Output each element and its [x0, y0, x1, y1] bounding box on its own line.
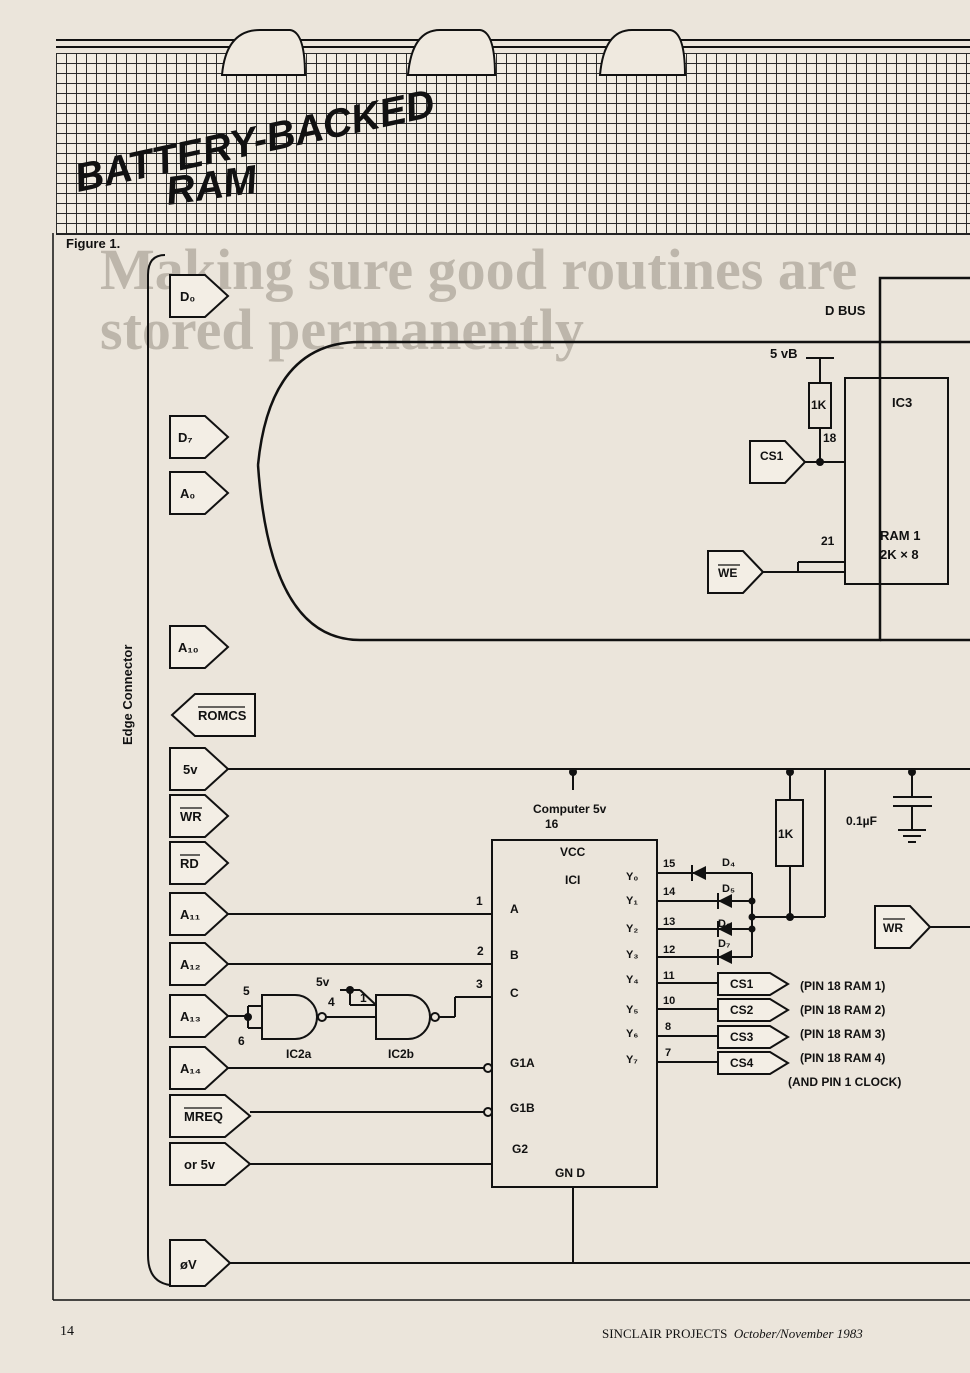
svg-text:10: 10	[663, 995, 675, 1007]
svg-text:G1A: G1A	[510, 1056, 535, 1070]
svg-text:12: 12	[663, 944, 675, 956]
frame	[52, 233, 970, 1301]
binder-clips	[56, 29, 970, 76]
svg-text:14: 14	[663, 886, 676, 898]
svg-text:D₅: D₅	[722, 883, 735, 895]
svg-text:6: 6	[238, 1034, 245, 1048]
svg-text:4: 4	[328, 995, 335, 1009]
svg-text:Y₂: Y₂	[626, 923, 638, 935]
page-number: 14	[60, 1324, 74, 1339]
svg-text:G2: G2	[512, 1142, 528, 1156]
svg-text:CS2: CS2	[730, 1003, 754, 1017]
svg-text:1: 1	[476, 894, 483, 908]
wr-right	[874, 905, 932, 949]
edge-connector-label: Edge Connector	[120, 645, 135, 745]
cs1-input	[749, 440, 807, 484]
svg-text:VCC: VCC	[560, 845, 586, 859]
svg-text:16: 16	[545, 817, 559, 831]
svg-text:Y₅: Y₅	[626, 1004, 638, 1016]
svg-text:D₆: D₆	[718, 918, 731, 930]
svg-text:Computer 5v: Computer 5v	[533, 802, 607, 816]
pin-a11: A₁₁	[180, 907, 200, 922]
title-logo: BATTERY-BACKED RAM	[71, 82, 439, 214]
svg-text:Y₆: Y₆	[626, 1028, 638, 1040]
svg-text:Y₀: Y₀	[626, 871, 638, 883]
decoder-ic1	[491, 839, 658, 1188]
svg-text:(AND PIN 1 CLOCK): (AND PIN 1 CLOCK)	[788, 1075, 901, 1089]
svg-text:Y₁: Y₁	[626, 895, 638, 907]
svg-text:(PIN 18 RAM 3): (PIN 18 RAM 3)	[800, 1027, 885, 1041]
ic3-label: IC3	[892, 395, 912, 410]
pin-wr: WR	[180, 809, 202, 824]
svg-text:CS1: CS1	[760, 449, 784, 463]
ram1-size: 2K × 8	[880, 547, 919, 562]
pin-a14: A₁₄	[180, 1061, 201, 1076]
svg-text:C: C	[510, 986, 519, 1000]
svg-text:A: A	[510, 902, 519, 916]
svg-text:2: 2	[477, 944, 484, 958]
pin-d7: D₇	[178, 430, 193, 445]
svg-text:(PIN 18 RAM 4): (PIN 18 RAM 4)	[800, 1051, 885, 1065]
svg-text:D₇: D₇	[718, 938, 730, 950]
capacitor-label: 0.1µF	[846, 814, 877, 828]
svg-text:1K: 1K	[811, 398, 827, 412]
pin-rd: RD	[180, 856, 199, 871]
svg-text:21: 21	[821, 534, 835, 548]
svg-text:Y₇: Y₇	[626, 1054, 638, 1066]
pin-romcs: ROMCS	[198, 708, 247, 723]
edge-connector-brace	[147, 254, 171, 1286]
svg-text:Y₄: Y₄	[626, 974, 639, 986]
svg-text:WR: WR	[883, 921, 903, 935]
magazine-name: SINCLAIR PROJECTS	[602, 1326, 728, 1341]
issue-date: October/November 1983	[733, 1326, 863, 1341]
svg-text:15: 15	[663, 858, 675, 870]
svg-text:D₄: D₄	[722, 857, 735, 869]
pin-a13: A₁₃	[180, 1009, 201, 1024]
svg-text:(PIN 18 RAM 1): (PIN 18 RAM 1)	[800, 979, 885, 993]
vb-label: 5 vB	[770, 346, 797, 361]
svg-text:1: 1	[360, 991, 367, 1005]
diodes	[691, 865, 756, 965]
svg-text:18: 18	[823, 431, 837, 445]
svg-text:CS3: CS3	[730, 1030, 754, 1044]
graph-paper-header	[56, 53, 970, 235]
svg-text:5: 5	[243, 984, 250, 998]
svg-text:(PIN 18 RAM 2): (PIN 18 RAM 2)	[800, 1003, 885, 1017]
pin-mreq: MREQ	[184, 1109, 223, 1124]
svg-text:G1B: G1B	[510, 1101, 535, 1115]
svg-text:7: 7	[665, 1047, 671, 1059]
we-input	[707, 550, 765, 594]
ram1-label: RAM 1	[880, 528, 920, 543]
figure-label: Figure 1.	[66, 236, 121, 251]
svg-text:B: B	[510, 948, 519, 962]
pin-5v: 5v	[183, 762, 198, 777]
svg-text:CS1: CS1	[730, 977, 754, 991]
svg-text:GN D: GN D	[555, 1166, 585, 1180]
ram-ic3	[844, 377, 949, 585]
dbus-label: D BUS	[825, 303, 866, 318]
svg-text:8: 8	[665, 1021, 671, 1033]
svg-text:WE: WE	[718, 566, 737, 580]
pin-a0: A₀	[180, 486, 195, 501]
pin-a12: A₁₂	[180, 957, 201, 972]
svg-text:3: 3	[476, 977, 483, 991]
pin-a10: A₁₀	[178, 640, 199, 655]
pin-or5v: or 5v	[184, 1157, 216, 1172]
magazine-footer: SINCLAIR PROJECTS October/November 1983	[602, 1326, 863, 1342]
connector-pins	[169, 274, 256, 1287]
svg-text:ICI: ICI	[565, 873, 580, 887]
pin-0v: øV	[180, 1257, 197, 1272]
svg-text:IC2a: IC2a	[286, 1047, 312, 1061]
svg-text:11: 11	[663, 970, 675, 982]
svg-text:CS4: CS4	[730, 1056, 754, 1070]
svg-text:1K: 1K	[778, 827, 794, 841]
svg-text:13: 13	[663, 916, 675, 928]
pin-d0: D₀	[180, 289, 195, 304]
svg-text:5v: 5v	[316, 975, 330, 989]
svg-text:Y₃: Y₃	[626, 949, 638, 961]
svg-text:IC2b: IC2b	[388, 1047, 414, 1061]
